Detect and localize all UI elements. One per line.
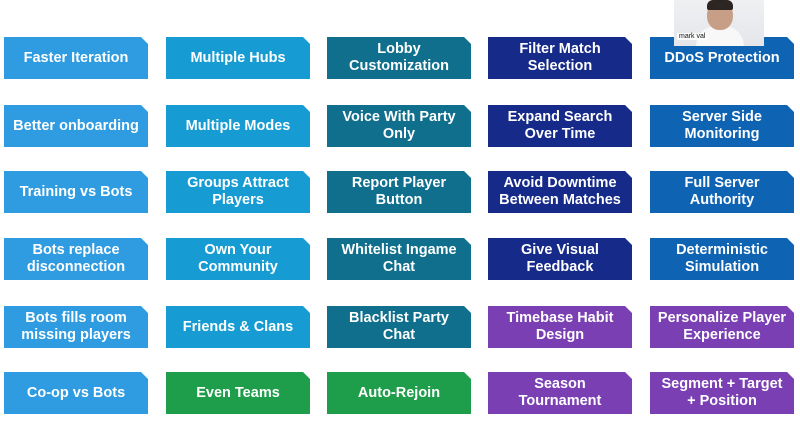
tile-multiple-hubs: Multiple Hubs [166,37,310,79]
tile-multiple-modes: Multiple Modes [166,105,310,147]
tile-training-vs-bots: Training vs Bots [4,171,148,213]
tile-faster-iteration: Faster Iteration [4,37,148,79]
tile-deterministic-simulation: Deterministic Simulation [650,238,794,280]
tile-avoid-downtime: Avoid Downtime Between Matches [488,171,632,213]
tile-auto-rejoin: Auto-Rejoin [327,372,471,414]
tile-groups-attract-players: Groups Attract Players [166,171,310,213]
tile-bots-fills-room: Bots fills room missing players [4,306,148,348]
tile-friends-clans: Friends & Clans [166,306,310,348]
participant-name-label: mark val [677,33,708,40]
tile-own-your-community: Own Your Community [166,238,310,280]
tile-bots-replace-disconnection: Bots replace disconnection [4,238,148,280]
tile-voice-with-party-only: Voice With Party Only [327,105,471,147]
tile-co-op-vs-bots: Co-op vs Bots [4,372,148,414]
tile-timebase-habit-design: Timebase Habit Design [488,306,632,348]
tile-server-side-monitoring: Server Side Monitoring [650,105,794,147]
participant-video-thumbnail[interactable]: mark val [674,0,764,46]
tile-even-teams: Even Teams [166,372,310,414]
tile-lobby-customization: Lobby Customization [327,37,471,79]
tile-segment-target-position: Segment + Target + Position [650,372,794,414]
tile-filter-match-selection: Filter Match Selection [488,37,632,79]
participant-hair [707,0,733,10]
tile-give-visual-feedback: Give Visual Feedback [488,238,632,280]
tile-better-onboarding: Better onboarding [4,105,148,147]
tile-whitelist-ingame-chat: Whitelist Ingame Chat [327,238,471,280]
tile-expand-search-over-time: Expand Search Over Time [488,105,632,147]
participant-shirt [696,26,744,46]
tile-full-server-authority: Full Server Authority [650,171,794,213]
tile-season-tournament: Season Tournament [488,372,632,414]
tile-blacklist-party-chat: Blacklist Party Chat [327,306,471,348]
tile-report-player-button: Report Player Button [327,171,471,213]
tile-personalize-player-experience: Personalize Player Experience [650,306,794,348]
